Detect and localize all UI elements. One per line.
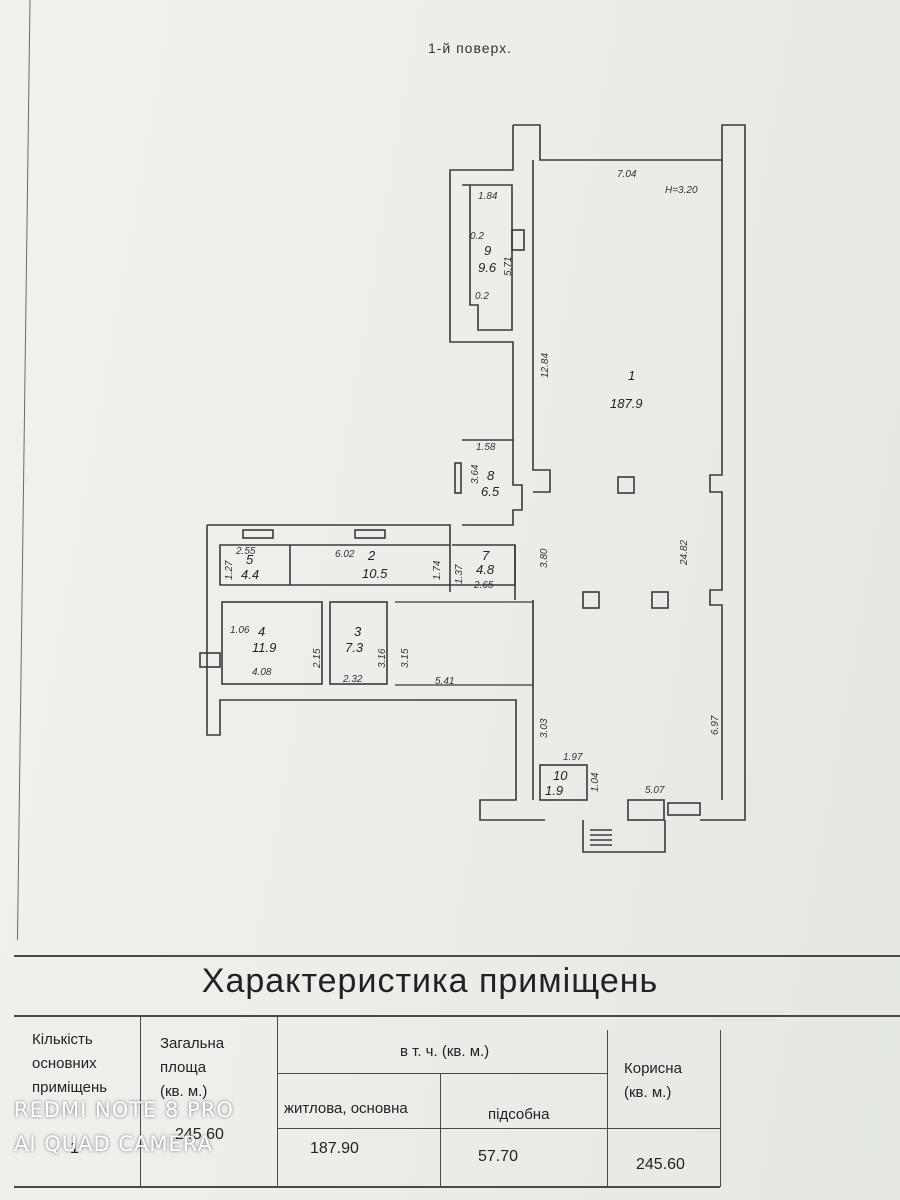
- dim-label: 0.2: [470, 231, 484, 242]
- room-1-number: 1: [628, 368, 635, 383]
- header-auxiliary: підсобна: [488, 1106, 550, 1123]
- floor-title: 1-й поверх.: [427, 40, 513, 56]
- dim-label: 3.80: [539, 548, 550, 568]
- column: [582, 591, 600, 609]
- room-9-number: 9: [484, 243, 491, 258]
- floor-plan: 1 187.9 2 10.5 3 7.3 4 11.9 5 4.4 7 4.8 …: [16, 0, 746, 940]
- room-3-number: 3: [354, 624, 362, 639]
- wall-outer-main: [513, 124, 746, 821]
- value-count: 1: [70, 1140, 79, 1157]
- dim-label: 3.64: [470, 464, 481, 484]
- entrance-stairs: [582, 820, 666, 853]
- room-4-area: 11.9: [252, 640, 276, 655]
- header-count: Кількість основних приміщень: [32, 1031, 108, 1096]
- dim-label: 6.97: [710, 715, 721, 735]
- value-auxiliary: 57.70: [478, 1148, 519, 1165]
- header-total-area: Загальна площа (кв. м.): [160, 1035, 225, 1100]
- camera-watermark-line1: REDMI NOTE 8 PRO: [14, 1098, 234, 1122]
- wall-room-9: [449, 125, 514, 440]
- room-5-area: 4.4: [241, 567, 259, 582]
- dim-label: 0.2: [475, 291, 489, 302]
- room-2-number: 2: [367, 548, 376, 563]
- dim-label: 1.84: [478, 191, 498, 202]
- room-8-number: 8: [487, 468, 495, 483]
- dim-label: 4.08: [252, 667, 272, 678]
- dim-label: 7.04: [617, 169, 637, 180]
- dim-label: 24.82: [679, 540, 690, 566]
- room-10-number: 10: [553, 768, 568, 783]
- dim-label: H=3.20: [665, 185, 698, 196]
- dim-label: 1.04: [590, 772, 601, 792]
- room-2-area: 10.5: [362, 566, 388, 581]
- room-9-area: 9.6: [478, 260, 497, 275]
- value-total: 245.60: [175, 1126, 224, 1143]
- room-7-number: 7: [482, 548, 490, 563]
- column: [651, 591, 669, 609]
- dim-label: 5.71: [503, 257, 514, 276]
- dim-label: 1.06: [230, 625, 250, 636]
- dim-label: 3.16: [377, 648, 388, 668]
- wall-rooms-3-4: [206, 525, 545, 821]
- room-4-number: 4: [258, 624, 265, 639]
- room-8-area: 6.5: [481, 484, 500, 499]
- dim-label: 1.37: [454, 564, 465, 584]
- wall-room-8: [462, 439, 523, 526]
- dim-label: 3.15: [400, 648, 411, 668]
- dim-label: 5.07: [645, 785, 665, 796]
- camera-watermark-line2: AI QUAD CAMERA: [14, 1132, 213, 1156]
- room-1-area: 187.9: [610, 396, 643, 411]
- header-living: житлова, основна: [284, 1100, 408, 1117]
- dim-label: 2.15: [312, 648, 323, 669]
- room-10-area: 1.9: [545, 783, 563, 798]
- dim-label: 1.58: [476, 442, 496, 453]
- room-3-area: 7.3: [345, 640, 364, 655]
- room-5-number: 5: [246, 552, 254, 567]
- dim-label: 1.27: [224, 560, 235, 580]
- dim-label: 2.32: [342, 674, 363, 685]
- column: [617, 476, 635, 494]
- value-useful: 245.60: [636, 1156, 685, 1173]
- dim-label: 2.65: [473, 580, 494, 591]
- dim-label: 1.97: [563, 752, 583, 763]
- dim-label: 3.03: [539, 718, 550, 738]
- table-title: Характеристика приміщень: [201, 962, 659, 1000]
- value-living: 187.90: [310, 1140, 359, 1157]
- dim-label: 5.41: [435, 676, 454, 687]
- dim-label: 6.02: [335, 549, 355, 560]
- dim-label: 2.55: [235, 546, 256, 557]
- header-including: в т. ч. (кв. м.): [400, 1043, 490, 1060]
- dim-label: 1.74: [432, 560, 443, 580]
- room-7-area: 4.8: [476, 562, 495, 577]
- header-useful: Корисна (кв. м.): [624, 1060, 682, 1101]
- dim-label: 12.84: [540, 353, 551, 378]
